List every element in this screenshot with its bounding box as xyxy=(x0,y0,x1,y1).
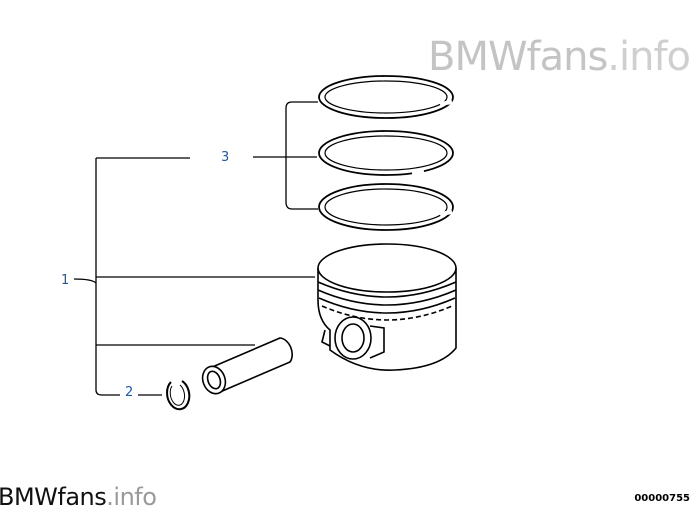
watermark-bottom: BMWfans.info xyxy=(0,483,157,511)
diagram-id: 00000755 xyxy=(634,493,690,504)
piston-ring-icon[interactable] xyxy=(318,75,454,119)
watermark-top-tld: .info xyxy=(607,34,691,80)
callout-piston-rings[interactable]: 3 xyxy=(221,150,230,165)
watermark-bottom-brand: BMWfans xyxy=(0,483,107,511)
piston-ring-icon[interactable] xyxy=(318,130,454,176)
circlip-icon[interactable] xyxy=(166,380,191,411)
watermark-top: BMWfans.info xyxy=(428,34,691,80)
watermark-bottom-tld: .info xyxy=(106,483,157,511)
piston-pin-icon[interactable] xyxy=(199,337,293,397)
watermark-top-brand: BMWfans xyxy=(428,34,608,80)
callout-piston-set[interactable]: 1 xyxy=(61,273,70,288)
callout-circlip[interactable]: 2 xyxy=(125,385,134,400)
piston-ring-icon[interactable] xyxy=(318,183,454,231)
piston-icon[interactable] xyxy=(317,243,457,371)
leader-lines xyxy=(73,101,318,396)
